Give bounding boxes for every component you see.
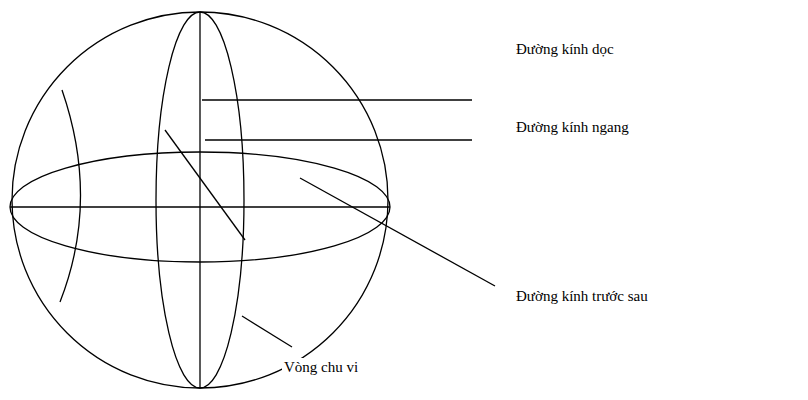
vertical-diameter [199,12,200,388]
leader-line [202,99,472,100]
part-label: Đường kính trước sau [514,287,650,305]
head-outline [12,12,388,388]
leader-line [205,139,472,140]
front-back-diameter [165,130,245,240]
part-label: Đường kính dọc [514,40,616,58]
horizontal-diameter [10,206,390,207]
leader-line [242,316,292,347]
leader-line [300,178,495,286]
face-curve [60,90,81,302]
part-label: Vòng chu vi [282,358,360,376]
part-label: Đường kính ngang [514,118,631,136]
circumference-ring [156,12,244,388]
